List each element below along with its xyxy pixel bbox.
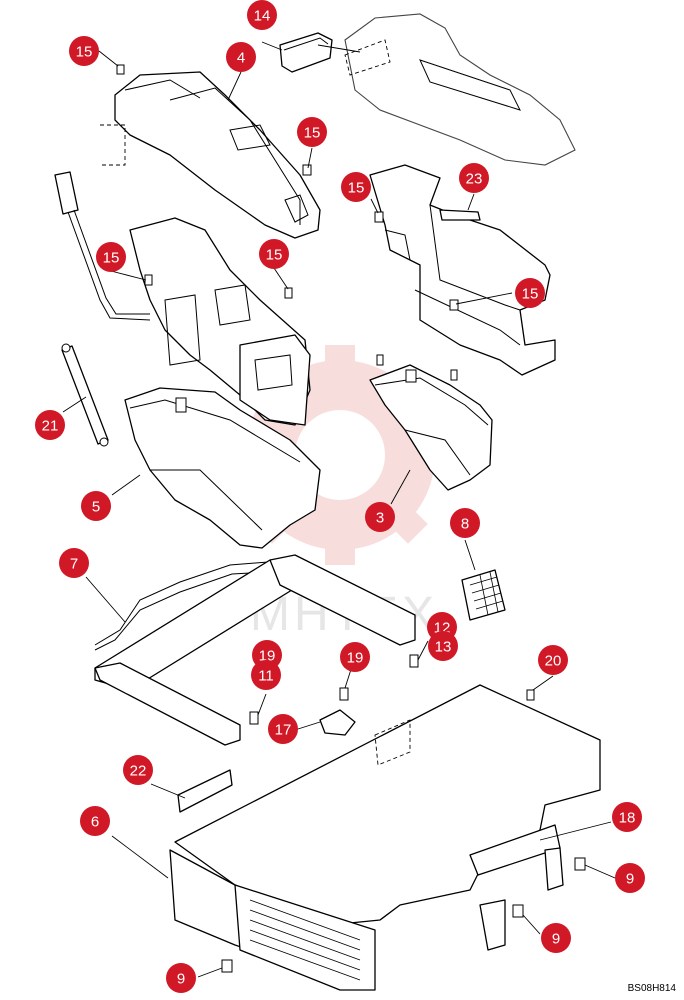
leader-lines [62,41,616,978]
svg-text:21: 21 [42,418,59,435]
callout-11: 11 [251,660,281,690]
part-6-floor-plate [169,684,601,991]
svg-text:8: 8 [461,516,469,533]
part-22-decal [177,769,233,813]
part-4-left-console-cover [100,71,321,239]
callout-3: 3 [365,502,395,532]
callout-23: 23 [459,163,489,193]
svg-text:19: 19 [347,650,364,667]
svg-text:9: 9 [177,971,185,988]
right-bracket-frame [369,164,556,376]
svg-text:15: 15 [76,44,93,61]
svg-text:22: 22 [130,763,147,780]
svg-text:15: 15 [348,180,365,197]
svg-text:7: 7 [70,556,78,573]
callout-18: 18 [612,802,642,832]
left-bracket-frame [129,217,311,426]
svg-text:15: 15 [266,247,283,264]
callout-5: 5 [81,491,111,521]
svg-text:5: 5 [92,499,100,516]
svg-text:15: 15 [304,125,321,142]
callout-8: 8 [450,508,480,538]
part-8-vent-grille [461,569,506,621]
svg-text:13: 13 [435,639,452,656]
callout-6: 6 [80,806,110,836]
lever-rod [54,171,151,321]
upper-right-console-cover [317,13,576,166]
svg-text:18: 18 [619,810,636,827]
callout-9-a: 9 [615,863,645,893]
svg-text:6: 6 [91,814,99,831]
callout-15-a: 15 [69,36,99,66]
part-21-gas-spring [61,343,109,447]
svg-text:15: 15 [522,286,539,303]
callout-20: 20 [538,645,568,675]
callout-15-e: 15 [259,239,289,269]
svg-text:14: 14 [254,8,271,25]
part-17-latch [319,709,356,736]
svg-text:23: 23 [466,171,483,188]
callout-15-b: 15 [297,117,327,147]
svg-text:15: 15 [103,250,120,267]
callout-15-c: 15 [341,172,371,202]
part-5-lower-left-housing [124,387,321,549]
callout-15-d: 15 [96,242,126,272]
callout-14: 14 [247,0,277,30]
svg-text:4: 4 [237,50,245,67]
svg-text:11: 11 [258,668,274,685]
svg-text:9: 9 [552,931,560,948]
callout-7: 7 [59,548,89,578]
part-14-pad [279,32,333,73]
callout-15-f: 15 [515,278,545,308]
callout-9-b: 9 [541,923,571,953]
reference-code: BS08H814 [627,983,676,994]
callout-17: 17 [268,714,298,744]
callout-19-b: 19 [340,642,370,672]
svg-text:9: 9 [626,871,634,888]
callout-21: 21 [35,410,65,440]
callout-4: 4 [226,42,256,72]
callout-9-c: 9 [166,963,196,993]
part-3-lower-right-housing [369,364,493,491]
svg-text:19: 19 [259,648,276,665]
svg-text:20: 20 [545,653,562,670]
callout-22: 22 [123,755,153,785]
callout-13: 13 [428,631,458,661]
svg-text:17: 17 [275,722,292,739]
bolts [116,64,586,973]
part-7-frame-rails [94,554,416,746]
svg-text:3: 3 [376,510,384,527]
